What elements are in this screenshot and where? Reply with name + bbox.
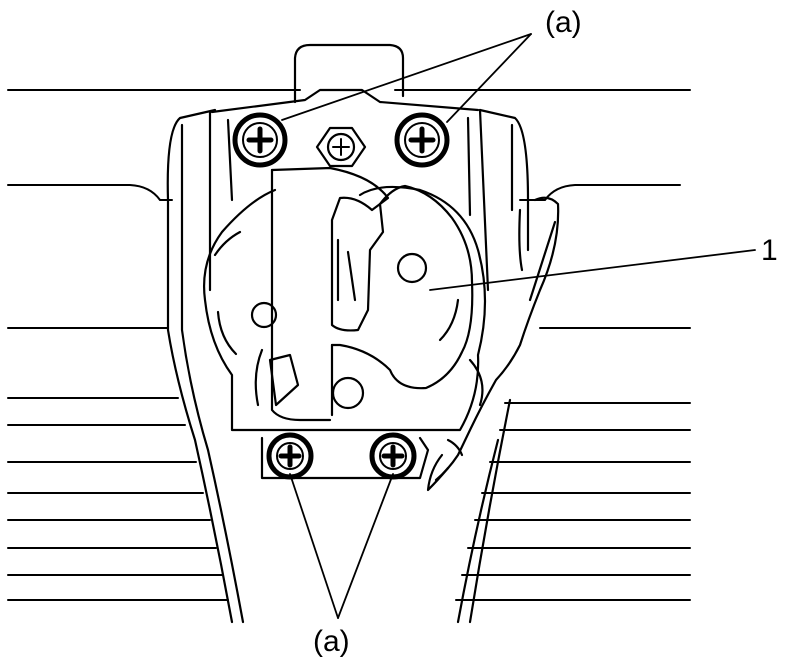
center-bolt-icon — [315, 126, 367, 168]
right-bracket-rail — [456, 108, 530, 624]
body-panel-lines — [7, 89, 691, 329]
top-right-screw-icon — [394, 112, 450, 168]
left-grille-slats — [7, 397, 229, 601]
leader-lines — [281, 33, 756, 619]
callout-label-a-top: (a) — [545, 6, 582, 39]
latch-body — [203, 166, 487, 432]
right-grille-slats — [455, 402, 691, 601]
callout-label-part-1: 1 — [761, 234, 778, 267]
callout-label-a-bottom: (a) — [313, 625, 350, 658]
lower-mounting-plate — [260, 436, 430, 480]
bottom-right-screw-icon — [369, 432, 417, 480]
left-bracket-rail — [166, 108, 245, 624]
bottom-left-screw-icon — [266, 432, 314, 480]
release-lever — [426, 196, 560, 492]
top-left-screw-icon — [232, 112, 288, 168]
upper-mounting-plate — [208, 43, 490, 292]
